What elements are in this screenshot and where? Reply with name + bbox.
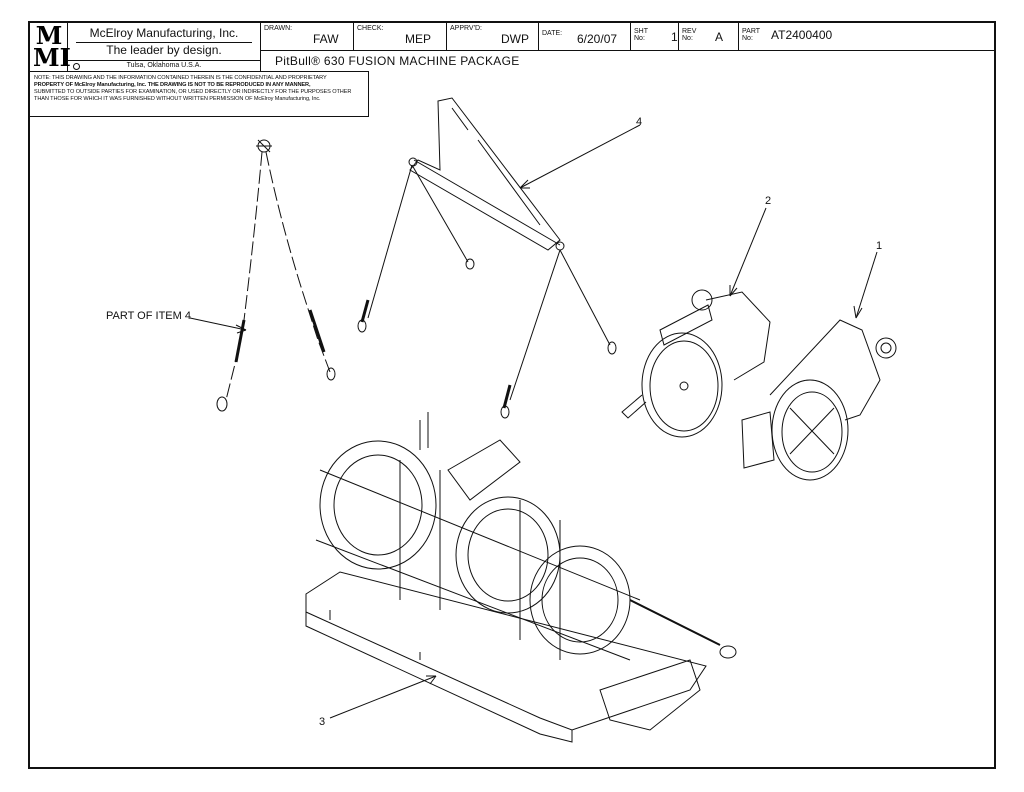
company-location: Tulsa, Oklahoma U.S.A. bbox=[126, 62, 202, 69]
apprvd-label: APPRV'D: bbox=[450, 25, 482, 32]
callout-item-1: 1 bbox=[876, 240, 883, 252]
apprvd-value: DWP bbox=[501, 32, 529, 46]
sling-assembly bbox=[216, 139, 336, 412]
lifting-beam bbox=[357, 97, 617, 419]
facer bbox=[741, 319, 897, 481]
part-cell: PART No: AT2400400 bbox=[739, 23, 998, 50]
date-label: DATE: bbox=[542, 30, 563, 37]
rev-label-2: No: bbox=[682, 35, 693, 42]
company-block: McElroy Manufacturing, Inc. The leader b… bbox=[68, 23, 261, 71]
drawn-cell: DRAWN: FAW bbox=[261, 23, 354, 50]
check-value: MEP bbox=[405, 32, 432, 46]
note-line-4: THAN THOSE FOR WHICH IT WAS FURNISHED WI… bbox=[34, 96, 321, 102]
callout-part-of-item-4: PART OF ITEM 4 bbox=[106, 310, 191, 322]
rev-cell: REV No: A bbox=[679, 23, 739, 50]
date-value: 6/20/07 bbox=[577, 32, 618, 46]
title-row: PitBull® 630 FUSION MACHINE PACKAGE bbox=[261, 50, 994, 72]
callout-item-2: 2 bbox=[765, 195, 772, 207]
drawing-sheet: M MI McElroy Manufacturing, Inc. The lea… bbox=[28, 21, 996, 769]
drawn-value: FAW bbox=[313, 32, 339, 46]
drawn-label: DRAWN: bbox=[264, 25, 293, 32]
part-value: AT2400400 bbox=[771, 28, 833, 42]
heater-plate bbox=[621, 289, 771, 438]
sheet-label-2: No: bbox=[634, 35, 645, 42]
company-location-row: Tulsa, Oklahoma U.S.A. bbox=[68, 60, 260, 70]
title-block: M MI McElroy Manufacturing, Inc. The lea… bbox=[30, 23, 994, 71]
check-cell: CHECK: MEP bbox=[354, 23, 447, 50]
sheet-cell: SHT No: 1 bbox=[631, 23, 679, 50]
sheet-value: 1 bbox=[671, 30, 678, 44]
note-line-3: SUBMITTED TO OUTSIDE PARTIES FOR EXAMINA… bbox=[34, 89, 352, 95]
note-line-1: NOTE: THIS DRAWING AND THE INFORMATION C… bbox=[34, 75, 327, 81]
note-line-2: PROPERTY OF McElroy Manufacturing, Inc. … bbox=[34, 82, 311, 88]
callout-item-4: 4 bbox=[636, 116, 643, 128]
part-label-1: PART bbox=[742, 28, 761, 35]
company-name: McElroy Manufacturing, Inc. bbox=[89, 26, 239, 40]
logo-bottom-letters: MI bbox=[33, 43, 71, 72]
rev-label-1: REV bbox=[682, 28, 697, 35]
mmi-logo: M MI bbox=[30, 21, 71, 72]
circle-icon bbox=[73, 63, 80, 70]
fusion-machine bbox=[305, 412, 737, 743]
rev-value: A bbox=[715, 30, 724, 44]
callout-leaders bbox=[189, 124, 878, 719]
part-label-2: No: bbox=[742, 35, 753, 42]
confidentiality-note: NOTE: THIS DRAWING AND THE INFORMATION C… bbox=[30, 71, 369, 117]
check-label: CHECK: bbox=[357, 25, 384, 32]
callout-item-3: 3 bbox=[319, 716, 326, 728]
apprvd-cell: APPRV'D: DWP bbox=[447, 23, 539, 50]
drawing-title: PitBull® 630 FUSION MACHINE PACKAGE bbox=[275, 54, 520, 68]
logo-top-letters: M bbox=[35, 21, 63, 50]
sheet-label-1: SHT bbox=[634, 28, 648, 35]
date-cell: DATE: 6/20/07 bbox=[539, 23, 631, 50]
company-slogan: The leader by design. bbox=[76, 42, 252, 57]
